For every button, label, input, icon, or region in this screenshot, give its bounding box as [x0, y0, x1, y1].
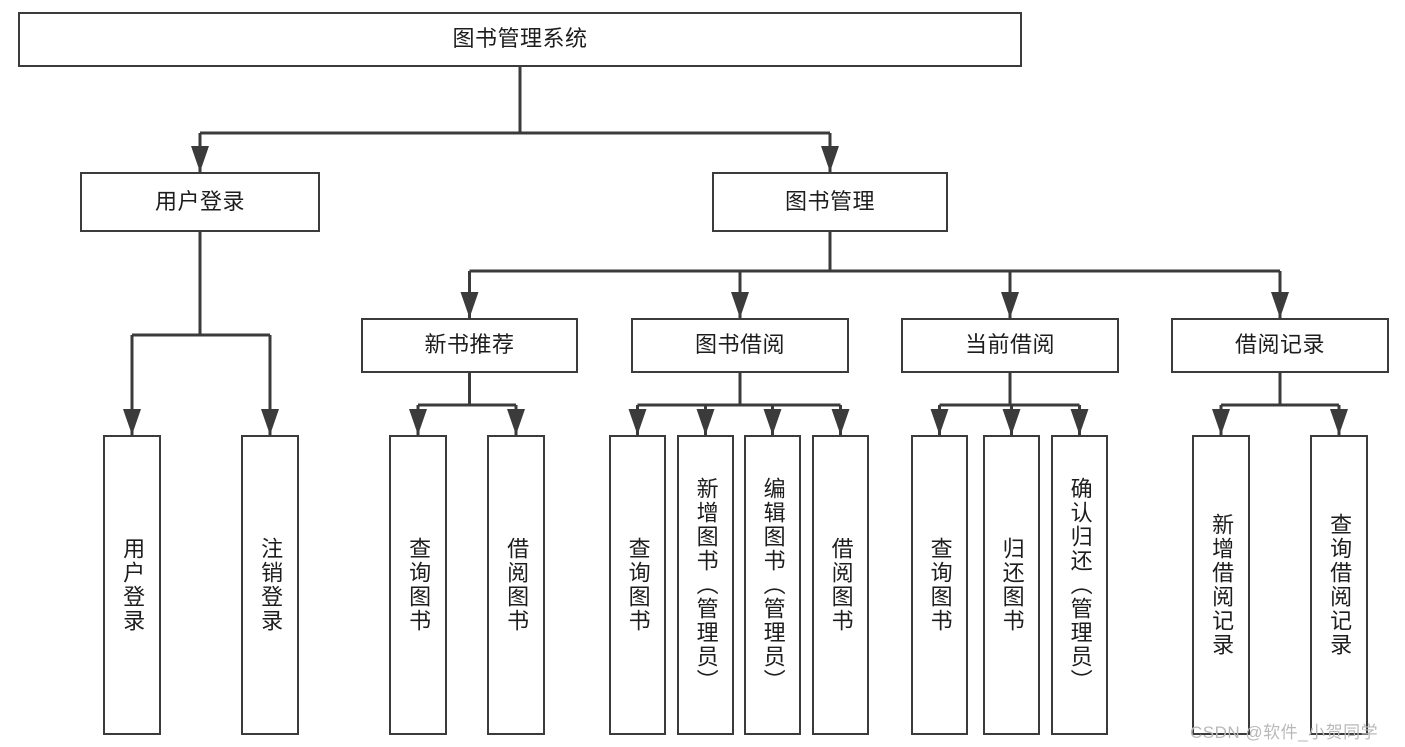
- node-current-borrow[interactable]: 当前借阅: [901, 318, 1119, 373]
- arrowhead-icon: [1330, 409, 1348, 435]
- node-label: 图书管理系统: [452, 26, 588, 52]
- node-leaf-return-book[interactable]: 归还图书: [983, 435, 1040, 735]
- node-label: 新增图书（管理员）: [693, 477, 719, 693]
- node-leaf-query-book-1[interactable]: 查询图书: [389, 435, 447, 735]
- node-label: 查询借阅记录: [1327, 513, 1353, 657]
- arrowhead-icon: [1070, 409, 1089, 435]
- node-label: 归还图书: [999, 537, 1025, 633]
- node-label: 当前借阅: [964, 332, 1055, 358]
- arrowhead-icon: [821, 146, 839, 172]
- node-label: 图书管理: [784, 188, 875, 214]
- node-leaf-add-book[interactable]: 新增图书（管理员）: [677, 435, 734, 735]
- arrowhead-icon: [831, 409, 850, 435]
- node-label: 查询图书: [625, 537, 651, 633]
- node-borrow-record[interactable]: 借阅记录: [1171, 318, 1389, 373]
- node-label: 编辑图书（管理员）: [760, 477, 786, 693]
- arrowhead-icon: [763, 409, 782, 435]
- node-leaf-logout[interactable]: 注销登录: [241, 435, 299, 735]
- node-label: 用户登录: [154, 188, 245, 214]
- node-new-book-rec[interactable]: 新书推荐: [361, 318, 578, 373]
- arrowhead-icon: [930, 409, 949, 435]
- node-book-borrow[interactable]: 图书借阅: [631, 318, 849, 373]
- node-label: 图书借阅: [694, 332, 785, 358]
- node-leaf-query-book-3[interactable]: 查询图书: [911, 435, 968, 735]
- node-user-login[interactable]: 用户登录: [80, 172, 320, 232]
- arrowhead-icon: [507, 409, 525, 435]
- node-label: 确认归还（管理员）: [1067, 477, 1093, 693]
- node-label: 新增借阅记录: [1209, 513, 1235, 657]
- arrowhead-icon: [731, 292, 749, 318]
- arrowhead-icon: [1212, 409, 1230, 435]
- arrowhead-icon: [409, 409, 427, 435]
- node-label: 借阅图书: [828, 537, 854, 633]
- node-label: 查询图书: [406, 537, 432, 633]
- node-leaf-query-book-2[interactable]: 查询图书: [609, 435, 666, 735]
- arrowhead-icon: [628, 409, 647, 435]
- node-label: 借阅记录: [1234, 332, 1325, 358]
- arrowhead-icon: [123, 409, 141, 435]
- arrowhead-icon: [460, 292, 479, 318]
- node-root[interactable]: 图书管理系统: [18, 12, 1022, 67]
- node-leaf-query-record[interactable]: 查询借阅记录: [1310, 435, 1368, 735]
- node-leaf-add-record[interactable]: 新增借阅记录: [1192, 435, 1250, 735]
- node-label: 借阅图书: [504, 537, 530, 633]
- node-label: 用户登录: [120, 537, 146, 633]
- arrowhead-icon: [696, 409, 715, 435]
- node-leaf-edit-book[interactable]: 编辑图书（管理员）: [744, 435, 801, 735]
- arrowhead-icon: [261, 409, 279, 435]
- arrowhead-icon: [191, 146, 209, 172]
- node-leaf-borrow-book-2[interactable]: 借阅图书: [812, 435, 869, 735]
- node-leaf-confirm-return[interactable]: 确认归还（管理员）: [1051, 435, 1108, 735]
- arrowhead-icon: [1002, 409, 1021, 435]
- node-label: 注销登录: [258, 537, 284, 633]
- arrowhead-icon: [1271, 292, 1289, 318]
- arrowhead-icon: [1001, 292, 1019, 318]
- node-label: 查询图书: [927, 537, 953, 633]
- node-leaf-borrow-book-1[interactable]: 借阅图书: [487, 435, 545, 735]
- node-book-manage[interactable]: 图书管理: [712, 172, 948, 232]
- node-leaf-user-login[interactable]: 用户登录: [103, 435, 161, 735]
- node-label: 新书推荐: [424, 332, 515, 358]
